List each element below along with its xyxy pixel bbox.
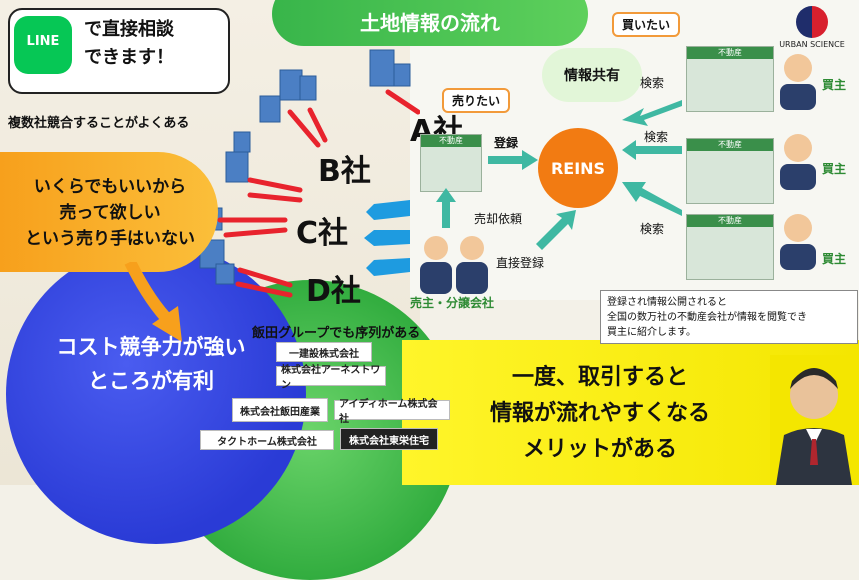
buy-bubble: 買いたい [612,12,681,37]
reins-circle: REINS [538,128,618,208]
building-icon [259,95,281,123]
buyer-label: 買主 [822,162,847,176]
info-box: 登録され情報公開されると全国の数万社の不動産会社が情報を閲覧でき買主に紹介します… [600,290,858,344]
line-consult-text: で直接相談できます！ [84,19,174,68]
group-logo: 株式会社アーネストワン [276,365,386,391]
building-cluster [169,49,420,298]
search-arrows [622,100,682,216]
blue-arrow [366,258,410,276]
building-icon [225,151,249,183]
building-icon [393,63,411,87]
red-arrow [247,177,303,193]
agency-office-icon: 不動産 [686,214,774,280]
buyer-people-icons [780,54,816,270]
group-logo: アイディホーム株式会社 [334,399,450,425]
line-logo-icon[interactable]: LINE [14,16,72,74]
building-icon [233,131,251,153]
buyer-label: 買主 [822,78,847,92]
competition-note: 複数社競合することがよくある [8,116,190,131]
search-label: 検索 [644,130,669,144]
search-label: 検索 [640,222,665,236]
company-d: D社 [306,274,361,309]
buyer-label: 買主 [822,252,847,266]
presenter-photo [770,355,856,485]
blue-arrows [364,200,410,276]
brand-emblem-icon [796,6,828,38]
company-b: B社 [318,154,371,189]
red-arrow [235,281,293,298]
group-logo: 株式会社東栄住宅 [340,428,438,450]
seller-people-icon [420,236,488,294]
red-arrow [247,192,303,203]
agency-building-icon: 不動産 [420,134,482,192]
bottom-message: 一度、取引すると情報が流れやすくなるメリットがある [489,365,710,462]
register-label: 登録 [494,136,519,150]
group-logo: 株式会社飯田産業 [232,398,328,422]
red-arrow [307,107,328,143]
sell-bubble: 売りたい [442,88,511,113]
building-icon [299,75,317,101]
info-share-cloud: 情報共有 [542,48,642,102]
blue-circle-text: コスト競争力が強いところが有利 [56,335,246,393]
seller-label: 売主・分譲会社 [410,296,495,310]
direct-register-label: 直接登録 [496,256,545,270]
group-note: 飯田グループでも序列がある [252,326,421,341]
brand-logo: URBAN SCIENCE [770,6,854,70]
red-arrow [223,227,288,238]
building-icon [369,49,395,87]
building-icon [279,69,303,101]
register-arrow [488,150,538,170]
direct-register-arrow [536,210,576,250]
red-arrow [237,267,293,288]
sale-request-arrow [436,188,456,228]
page-title: 土地情報の流れ [272,0,588,46]
building-icon [215,263,235,285]
agency-office-icon: 不動産 [686,138,774,204]
search-label: 検索 [640,76,665,90]
orange-arrow [124,262,182,342]
red-arrow [287,109,321,148]
blue-arrow [364,230,410,246]
group-logo: タクトホーム株式会社 [200,430,334,450]
blue-arrow [366,200,410,220]
red-arrow [385,89,420,115]
orange-bubble: いくらでもいいから売って欲しいという売り手はいない [0,152,218,272]
group-logo: 一建設株式会社 [276,342,372,362]
sale-request-label: 売却依頼 [474,212,523,226]
agency-office-icon: 不動産 [686,46,774,112]
company-c: C社 [296,216,349,251]
